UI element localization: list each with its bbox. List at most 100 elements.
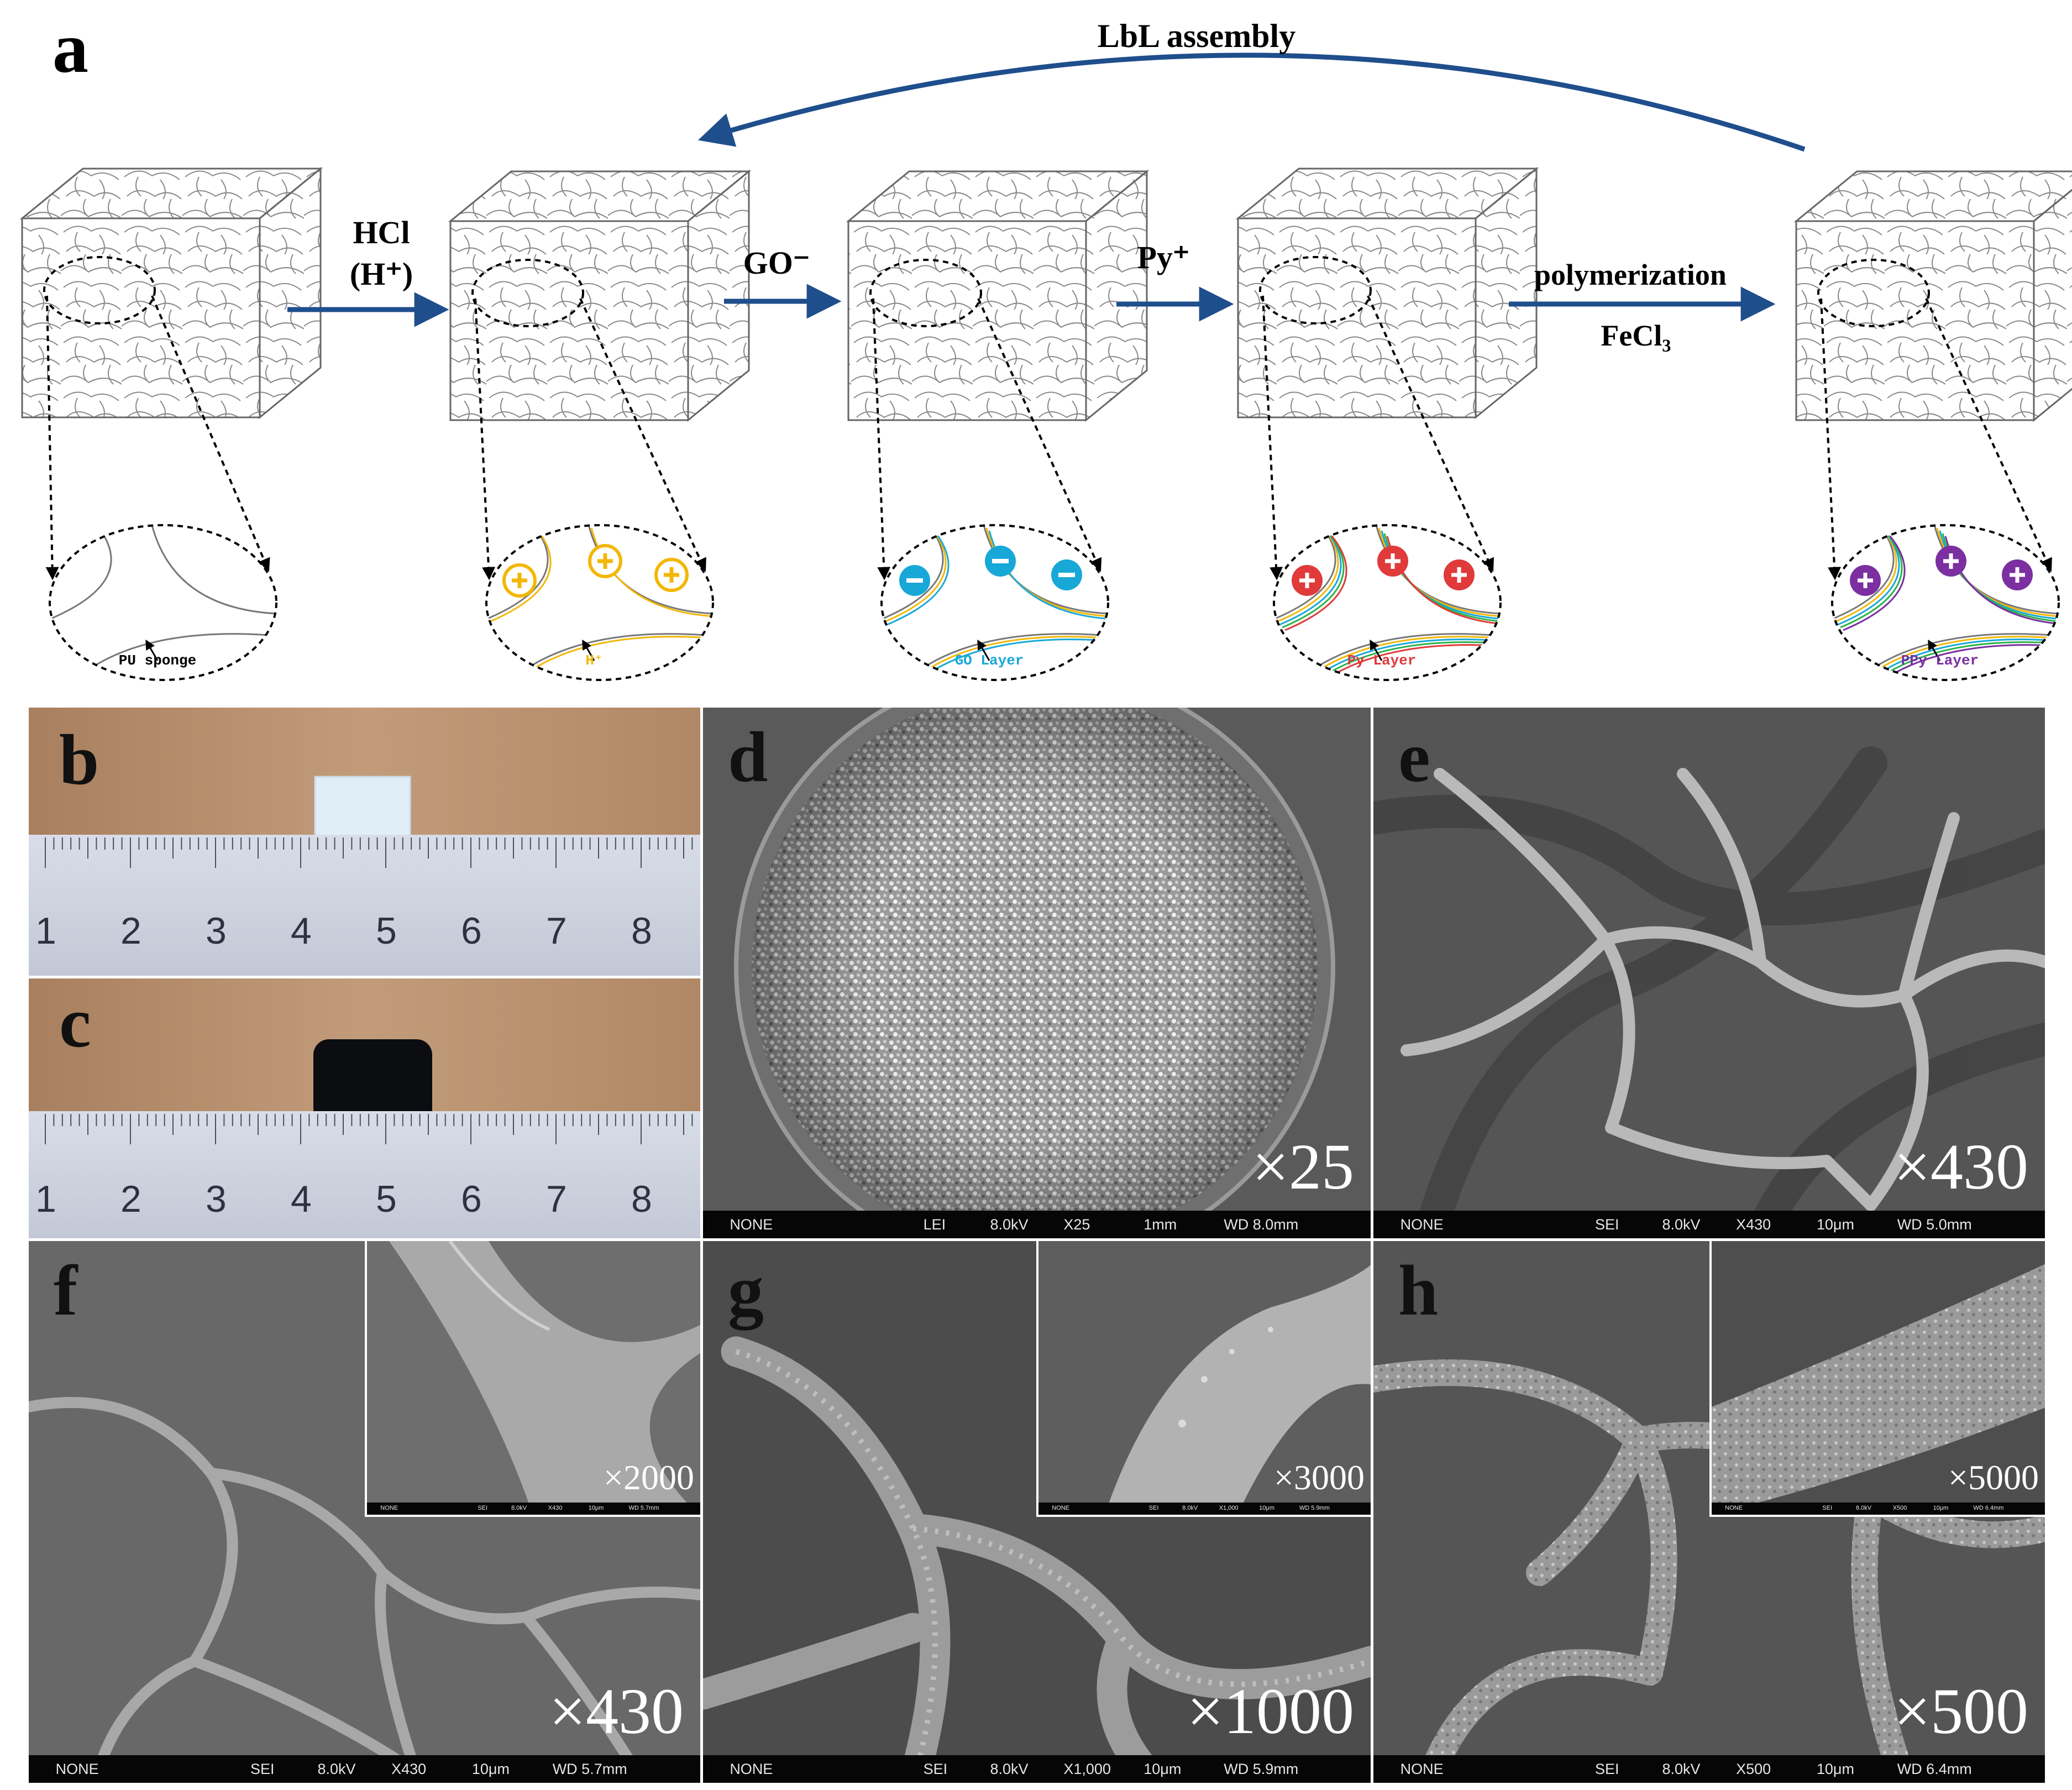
info-signal-type: SEI (1594, 1761, 1619, 1777)
info-working-distance: WD 5.0mm (1897, 1216, 1972, 1233)
positive-charge-icon (1377, 546, 1408, 577)
step-label-py: Py⁺ (1137, 239, 1189, 275)
info-working-distance: WD 5.9mm (1299, 1505, 1330, 1511)
info-detector-mode: NONE (1400, 1761, 1444, 1777)
sponge-struts (1373, 708, 2045, 1238)
info-magnification-readout: X430 (391, 1761, 427, 1777)
inset-image: ×3000 NONE SEI 8.0kV X1,000 10μm WD 5.9mm (1036, 1241, 1371, 1517)
zoom-view-3: GO Layer (872, 298, 1109, 681)
sponge-cube-3 (846, 169, 1150, 422)
info-detector-mode: NONE (730, 1216, 773, 1233)
info-magnification-readout: X25 (1063, 1216, 1090, 1233)
info-working-distance: WD 6.4mm (1897, 1761, 1972, 1777)
ruler-number: 1 (35, 1178, 56, 1220)
info-accelerating-voltage: 8.0kV (511, 1505, 527, 1511)
negative-charge-icon (1051, 559, 1082, 590)
info-accelerating-voltage: 8.0kV (1182, 1505, 1198, 1511)
info-accelerating-voltage: 8.0kV (990, 1761, 1029, 1777)
ruler-number: 5 (376, 910, 397, 952)
magnification-label: ×500 (1893, 1675, 2028, 1747)
panel-label-h: h (1398, 1251, 1439, 1331)
panel-label-e: e (1398, 718, 1430, 797)
info-scale-bar-length: 10μm (1816, 1216, 1854, 1233)
info-accelerating-voltage: 8.0kV (1856, 1505, 1872, 1511)
positive-charge-icon (1850, 565, 1881, 596)
info-scale-bar-length: 10μm (1259, 1505, 1275, 1511)
inset-magnification-label: ×2000 (603, 1458, 694, 1497)
info-working-distance: WD 5.9mm (1224, 1761, 1299, 1777)
sponge-cube-1 (19, 166, 323, 420)
info-scale-bar-length: 1mm (1143, 1216, 1177, 1233)
info-accelerating-voltage: 8.0kV (1662, 1761, 1701, 1777)
positive-charge-icon (1292, 565, 1323, 596)
ruler-ticks (45, 1114, 693, 1144)
info-scale-bar-length: 10μm (1816, 1761, 1854, 1777)
ruler-number: 4 (291, 910, 312, 952)
ruler (29, 835, 700, 976)
info-signal-type: SEI (250, 1761, 275, 1777)
sponge-cube-2 (448, 169, 752, 422)
step-label-hcl: HCl (353, 214, 410, 250)
info-signal-type: SEI (923, 1761, 948, 1777)
lbl-loop-arrow (697, 53, 1806, 152)
magnification-label: ×430 (549, 1675, 684, 1747)
ruler-number: 2 (120, 910, 141, 952)
info-magnification-readout: X500 (1892, 1505, 1907, 1511)
info-scale-bar-length: 10μm (1933, 1505, 1949, 1511)
info-signal-type: SEI (1594, 1216, 1619, 1233)
step-label-go: GO⁻ (743, 245, 810, 281)
magnification-label: ×1000 (1187, 1675, 1354, 1747)
zoom-label-3: GO Layer (955, 652, 1024, 669)
inset-magnification-label: ×3000 (1273, 1458, 1365, 1497)
info-accelerating-voltage: 8.0kV (1662, 1216, 1701, 1233)
zoom-view-1: PU sponge (45, 295, 277, 681)
sponge-cube-4 (1235, 166, 1539, 420)
ruler-number: 7 (546, 1178, 567, 1220)
info-magnification-readout: X1,000 (1063, 1761, 1111, 1777)
info-detector-mode: NONE (730, 1761, 773, 1777)
info-signal-type: SEI (478, 1505, 488, 1511)
panel-label-f: f (54, 1251, 78, 1331)
schematic-panel-a: a LbL assembly HCl (H⁺) GO⁻ Py⁺ polymeri… (19, 8, 2072, 681)
sem-info-bar: NONE SEI 8.0kV X1,000 10μm WD 5.9mm (703, 1755, 1371, 1783)
zoom-label-2: H⁺ (585, 652, 602, 669)
positive-charge-icon (654, 558, 689, 592)
positive-charge-icon (588, 544, 622, 578)
sem-panel-h: ×5000 NONE SEI 8.0kV X500 10μm WD 6.4mm h ×50… (1373, 1241, 2045, 1783)
info-magnification-readout: X430 (1736, 1216, 1771, 1233)
sem-panel-g: ×3000 NONE SEI 8.0kV X1,000 10μm WD 5.9mm g ×… (703, 1241, 1371, 1783)
info-magnification-readout: X1,000 (1219, 1505, 1239, 1511)
info-scale-bar-length: 10μm (471, 1761, 510, 1777)
ruler-number: 8 (631, 1178, 652, 1220)
ruler-number: 3 (206, 910, 227, 952)
sem-info-bar: NONE SEI 8.0kV X430 10μm WD 5.0mm (1373, 1211, 2045, 1238)
info-signal-type: SEI (1148, 1505, 1159, 1511)
info-detector-mode: NONE (1400, 1216, 1444, 1233)
step-label-polymerization: polymerization (1534, 258, 1727, 291)
info-detector-mode: NONE (1725, 1505, 1743, 1511)
info-scale-bar-length: 10μm (588, 1505, 604, 1511)
positive-charge-icon (2002, 559, 2033, 590)
ruler-number: 6 (461, 910, 482, 952)
info-detector-mode: NONE (1052, 1505, 1069, 1511)
ruler-number: 1 (35, 910, 56, 952)
panel-label-c: c (59, 983, 91, 1063)
panel-label-b: b (59, 720, 99, 800)
info-signal-type: SEI (1822, 1505, 1833, 1511)
info-scale-bar-length: 10μm (1143, 1761, 1182, 1777)
info-working-distance: WD 5.7mm (552, 1761, 627, 1777)
zoom-view-2: H⁺ (474, 298, 714, 681)
inset-magnification-label: ×5000 (1948, 1458, 2039, 1497)
panel-label-g: g (728, 1251, 764, 1331)
step-label-h-plus: (H⁺) (350, 256, 413, 292)
